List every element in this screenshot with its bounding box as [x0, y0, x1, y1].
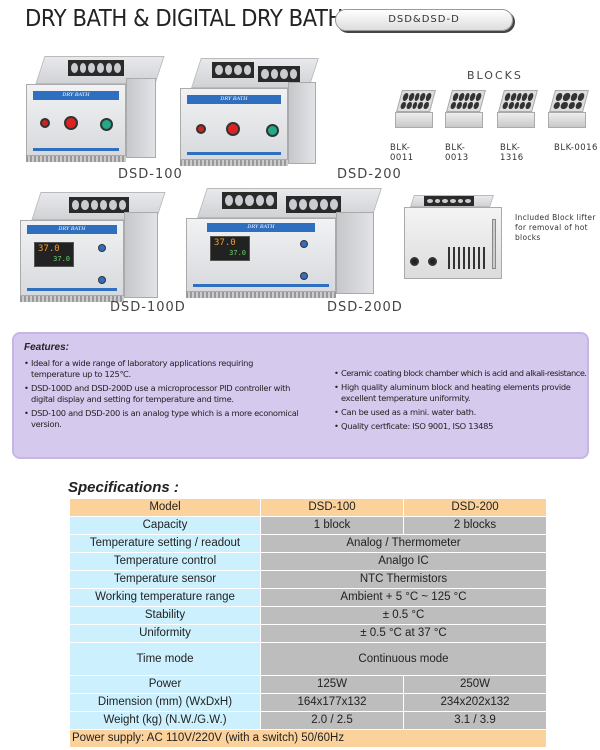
feature-item: DSD-100D and DSD-200D use a microprocess…	[24, 383, 304, 405]
knob-icon	[196, 124, 206, 134]
knob-icon	[64, 116, 78, 130]
block-image	[395, 90, 436, 128]
spec-label: Working temperature range	[70, 589, 260, 606]
panel-label: DRY BATH	[27, 225, 117, 234]
lifter-note: Included Block lifter for removal of hot…	[515, 213, 596, 242]
socket-icon	[410, 257, 419, 266]
spec-label: Temperature sensor	[70, 571, 260, 588]
table-row: Stability± 0.5 °C	[70, 607, 546, 624]
spec-label: Stability	[70, 607, 260, 624]
knob-icon	[40, 118, 50, 128]
spec-label: Uniformity	[70, 625, 260, 642]
spec-value: Ambient + 5 °C ~ 125 °C	[261, 589, 546, 606]
features-title: Features:	[24, 342, 70, 353]
knob-icon	[226, 122, 240, 136]
button-icon	[300, 240, 308, 248]
spec-value: 2.0 / 2.5	[261, 712, 403, 729]
features-right-list: Ceramic coating block chamber which is a…	[334, 368, 589, 435]
button-icon	[98, 276, 106, 284]
block-image	[548, 90, 589, 128]
block-label: BLK-0011	[390, 143, 414, 163]
block-label: BLK-0013	[445, 143, 469, 163]
panel-label: DRY BATH	[187, 95, 281, 104]
page-title: DRY BATH & DIGITAL DRY BATH	[25, 6, 343, 32]
panel-label: DRY BATH	[207, 223, 315, 232]
feature-item: Ideal for a wide range of laboratory app…	[24, 358, 304, 380]
spec-value: 3.1 / 3.9	[404, 712, 546, 729]
button-icon	[98, 244, 106, 252]
specifications-title: Specifications :	[68, 479, 179, 496]
spec-label: Temperature setting / readout	[70, 535, 260, 552]
button-icon	[300, 272, 308, 280]
product-label: DSD-100	[118, 167, 183, 182]
spec-value: Analgo IC	[261, 553, 546, 570]
power-supply-note: Power supply: AC 110V/220V (with a switc…	[70, 730, 546, 747]
spec-value: 250W	[404, 676, 546, 693]
product-image-dsd-100: DRY BATH	[18, 56, 165, 166]
header-cell: DSD-200	[404, 499, 546, 516]
product-image-dsd-200: DRY BATH	[178, 56, 323, 171]
rear-view-image	[400, 195, 505, 285]
header-cell: DSD-100	[261, 499, 403, 516]
spec-value: 234x202x132	[404, 694, 546, 711]
spec-label: Time mode	[70, 643, 260, 675]
spec-value: ± 0.5 °C	[261, 607, 546, 624]
spec-label: Weight (kg) (N.W./G.W.)	[70, 712, 260, 729]
spec-value: NTC Thermistors	[261, 571, 546, 588]
block-lifter-icon	[492, 219, 496, 269]
feature-item: Ceramic coating block chamber which is a…	[334, 368, 589, 379]
table-header-row: Model DSD-100 DSD-200	[70, 499, 546, 516]
power-switch-icon	[100, 118, 113, 131]
model-badge: DSD&DSD-D	[335, 9, 513, 31]
table-row: Uniformity± 0.5 °C at 37 °C	[70, 625, 546, 642]
block-label: BLK-0016	[554, 143, 598, 153]
block-label: BLK-1316	[500, 143, 524, 163]
block-image	[445, 90, 486, 128]
features-left-list: Ideal for a wide range of laboratory app…	[24, 358, 304, 433]
spec-label: Power	[70, 676, 260, 693]
product-label: DSD-100D	[110, 300, 186, 315]
spec-value: 125W	[261, 676, 403, 693]
spec-label: Dimension (mm) (WxDxH)	[70, 694, 260, 711]
spec-label: Temperature control	[70, 553, 260, 570]
header-cell: Model	[70, 499, 260, 516]
features-box: Features: Ideal for a wide range of labo…	[12, 332, 589, 459]
panel-label: DRY BATH	[33, 91, 119, 100]
feature-item: High quality aluminum block and heating …	[334, 382, 589, 404]
spec-value: 164x177x132	[261, 694, 403, 711]
power-switch-icon	[266, 124, 279, 137]
feature-item: DSD-100 and DSD-200 is an analog type wh…	[24, 408, 304, 430]
socket-icon	[428, 257, 437, 266]
table-footer-row: Power supply: AC 110V/220V (with a switc…	[70, 730, 546, 747]
feature-item: Can be used as a mini. water bath.	[334, 407, 589, 418]
spec-label: Capacity	[70, 517, 260, 534]
product-label: DSD-200D	[327, 300, 403, 315]
blocks-title: BLOCKS	[467, 69, 523, 82]
product-label: DSD-200	[337, 167, 402, 182]
spec-value: ± 0.5 °C at 37 °C	[261, 625, 546, 642]
spec-value: 2 blocks	[404, 517, 546, 534]
spec-value: 1 block	[261, 517, 403, 534]
spec-value: Analog / Thermometer	[261, 535, 546, 552]
block-image	[497, 90, 538, 128]
spec-value: Continuous mode	[261, 643, 546, 675]
feature-item: Quality certficate: ISO 9001, ISO 13485	[334, 421, 589, 432]
